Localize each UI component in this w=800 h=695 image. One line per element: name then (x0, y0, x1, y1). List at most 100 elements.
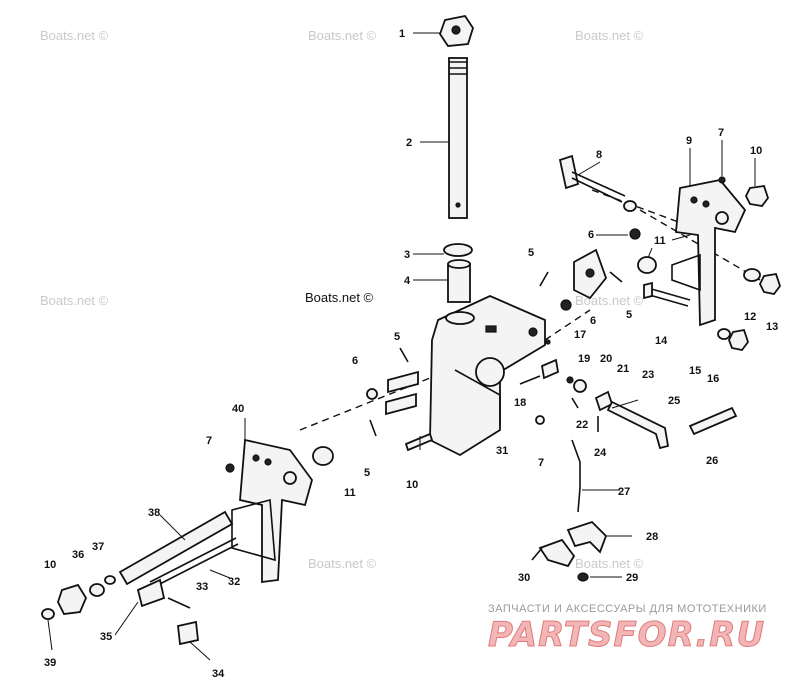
callout-8: 8 (596, 149, 602, 161)
part-6-nuts (366, 228, 641, 400)
callout-7-c: 7 (538, 457, 544, 469)
callout-29: 29 (626, 572, 638, 584)
callout-1: 1 (399, 28, 405, 40)
callout-4: 4 (404, 275, 411, 287)
callout-26: 26 (706, 455, 718, 467)
watermark: Boats.net © (40, 28, 109, 43)
callout-28: 28 (646, 531, 658, 543)
part-27-wire (571, 439, 581, 513)
part-10-nut-left (57, 583, 88, 615)
callout-14: 14 (655, 335, 668, 347)
callout-7-b: 7 (206, 435, 212, 447)
part-37-washer (104, 575, 116, 585)
watermark: Boats.net © (40, 293, 109, 308)
watermark: Boats.net © (308, 556, 377, 571)
callout-3: 3 (404, 249, 410, 261)
part-33-pin (167, 597, 191, 609)
watermarks: Boats.net © Boats.net © Boats.net © Boat… (40, 28, 644, 571)
part-39-cap (41, 608, 55, 620)
callout-6-b: 6 (590, 315, 596, 327)
callout-21: 21 (617, 363, 629, 375)
callout-numbers: 1 2 3 4 5 5 5 5 6 6 6 7 7 7 8 9 10 10 10… (44, 28, 778, 680)
callout-13: 13 (766, 321, 778, 333)
callout-20: 20 (600, 353, 612, 365)
callout-32: 32 (228, 576, 240, 588)
callout-37: 37 (92, 541, 104, 553)
callout-2: 2 (406, 137, 412, 149)
callout-39: 39 (44, 657, 56, 669)
part-9-clamp-bracket-right (671, 179, 747, 327)
part-8-bolt (558, 154, 637, 212)
part-31-main-bracket (429, 295, 546, 457)
part-25-handle (606, 400, 670, 450)
callout-5-d: 5 (364, 467, 370, 479)
watermark: Boats.net © (308, 28, 377, 43)
promo-banner: ЗАПЧАСТИ И АКСЕССУАРЫ ДЛЯ МОТОТЕХНИКИ PA… (488, 603, 767, 656)
callout-38: 38 (148, 507, 160, 519)
part-10-pin (404, 432, 434, 452)
callout-7-a: 7 (718, 127, 724, 139)
callout-15: 15 (689, 365, 701, 377)
callout-10-c: 10 (44, 559, 56, 571)
watermark: Boats.net © (575, 28, 644, 43)
callout-5-a: 5 (528, 247, 534, 259)
callout-35: 35 (100, 631, 112, 643)
callout-27: 27 (618, 486, 630, 498)
promo-tagline: ЗАПЧАСТИ И АКСЕССУАРЫ ДЛЯ МОТОТЕХНИКИ (488, 603, 767, 615)
callout-9: 9 (686, 135, 692, 147)
callout-19: 19 (578, 353, 590, 365)
callout-30: 30 (518, 572, 530, 584)
callout-11-b: 11 (344, 487, 356, 499)
callout-36: 36 (72, 549, 84, 561)
part-36-washer (89, 583, 105, 597)
callout-5-b: 5 (626, 309, 632, 321)
callout-12: 12 (744, 311, 756, 323)
part-link-arm-left (385, 370, 419, 416)
parts-17-22 (519, 339, 587, 409)
part-14-bolt (643, 281, 691, 307)
callout-6-c: 6 (352, 355, 358, 367)
part-30-screw (531, 547, 543, 561)
part-40-clamp-bracket-left (231, 438, 313, 584)
part-35-clip (136, 578, 166, 608)
part-34-block (177, 620, 199, 646)
part-26-decal (688, 406, 738, 436)
part-13-nut (758, 272, 782, 295)
part-4-bushing (447, 259, 471, 303)
part-16-nut (728, 328, 750, 351)
callout-11-a: 11 (654, 235, 666, 247)
part-38-threaded-rod (118, 510, 234, 586)
callout-18: 18 (514, 397, 526, 409)
callout-22: 22 (576, 419, 588, 431)
callout-34: 34 (212, 668, 225, 680)
callout-24: 24 (594, 447, 607, 459)
leader-lines (47, 32, 756, 661)
watermark: Boats.net © (575, 556, 644, 571)
promo-logo: PARTSFOR.RU (488, 615, 765, 655)
callout-10-a: 10 (750, 145, 762, 157)
part-7-screws (225, 176, 726, 473)
callout-31: 31 (496, 445, 508, 457)
callout-10-b: 10 (406, 479, 418, 491)
part-11-nut-left (312, 446, 334, 466)
part-5-screws (369, 271, 623, 437)
part-11-nut-right (637, 256, 657, 274)
part-15-washer (717, 328, 731, 340)
part-10-nut-right (744, 185, 770, 207)
callout-40: 40 (232, 403, 244, 415)
part-29-nut (577, 572, 589, 582)
callout-6-a: 6 (588, 229, 594, 241)
part-12-washer (743, 268, 761, 282)
assembly-lines (299, 189, 761, 431)
callout-33: 33 (196, 581, 208, 593)
watermark-overlay: Boats.net © (305, 290, 374, 305)
callout-25: 25 (668, 395, 680, 407)
callout-23: 23 (642, 369, 654, 381)
part-3-washer (443, 243, 473, 257)
part-28-clamp (538, 520, 608, 568)
callout-5-c: 5 (394, 331, 400, 343)
part-32-rod (149, 537, 239, 589)
part-2-tube (448, 57, 468, 219)
part-1-nut (439, 14, 474, 47)
